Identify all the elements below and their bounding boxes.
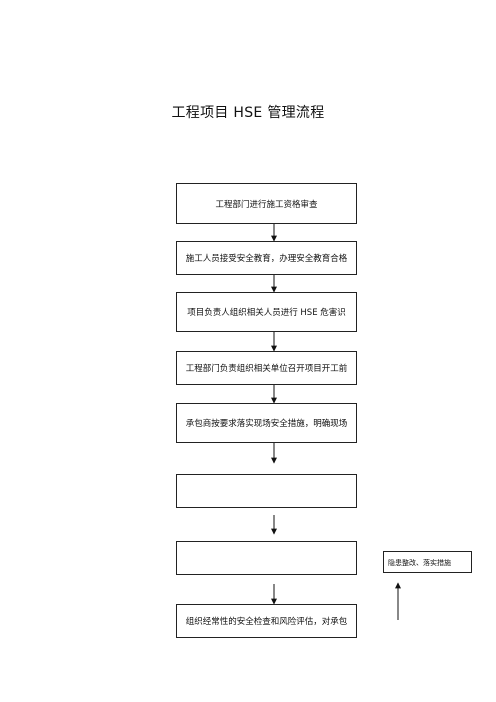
step-blank-2	[176, 541, 357, 575]
step-safety-inspection: 组织经常性的安全检查和风险评估，对承包	[176, 604, 357, 638]
step-qualification-review: 工程部门进行施工资格审查	[176, 183, 357, 224]
side-box-rectification: 隐患整改、落实措施	[383, 551, 472, 573]
step-hazard-identification: 项目负责人组织相关人员进行 HSE 危害识	[176, 292, 357, 332]
page-title: 工程项目 HSE 管理流程	[171, 105, 325, 121]
step-blank-1	[176, 474, 357, 508]
step-site-safety-measures: 承包商按要求落实现场安全措施，明确现场	[176, 403, 357, 443]
step-kickoff-meeting: 工程部门负责组织相关单位召开项目开工前	[176, 351, 357, 385]
step-safety-education: 施工人员接受安全教育，办理安全教育合格	[176, 241, 357, 275]
